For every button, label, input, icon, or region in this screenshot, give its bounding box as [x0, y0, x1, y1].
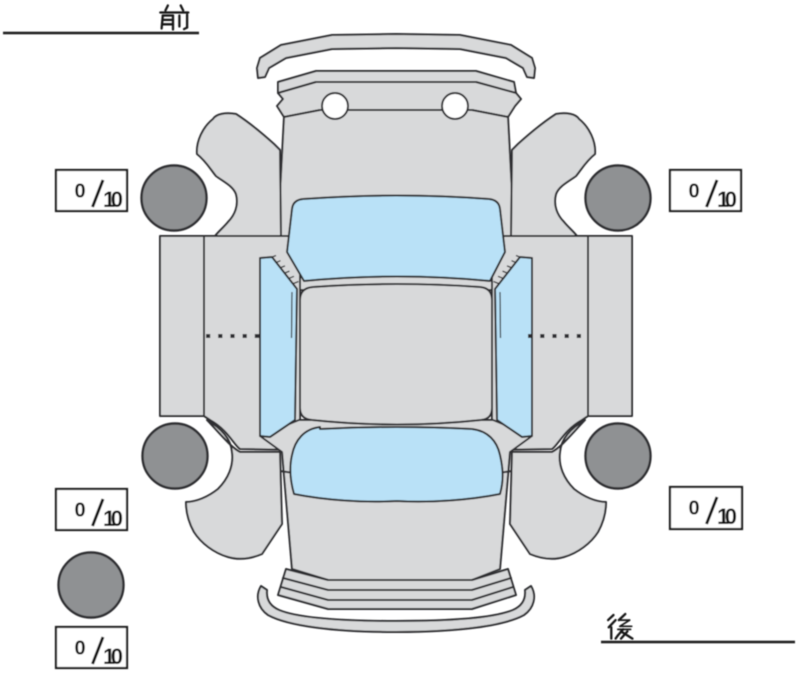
svg-text:10: 10 [717, 504, 737, 529]
svg-text:10: 10 [103, 644, 123, 669]
svg-text:0: 0 [689, 181, 700, 203]
svg-text:0: 0 [689, 498, 700, 520]
svg-text:0: 0 [75, 638, 86, 660]
svg-text:10: 10 [717, 187, 737, 212]
svg-text:10: 10 [103, 187, 123, 212]
svg-text:0: 0 [75, 181, 86, 203]
svg-text:0: 0 [75, 500, 86, 522]
svg-text:10: 10 [103, 506, 123, 531]
